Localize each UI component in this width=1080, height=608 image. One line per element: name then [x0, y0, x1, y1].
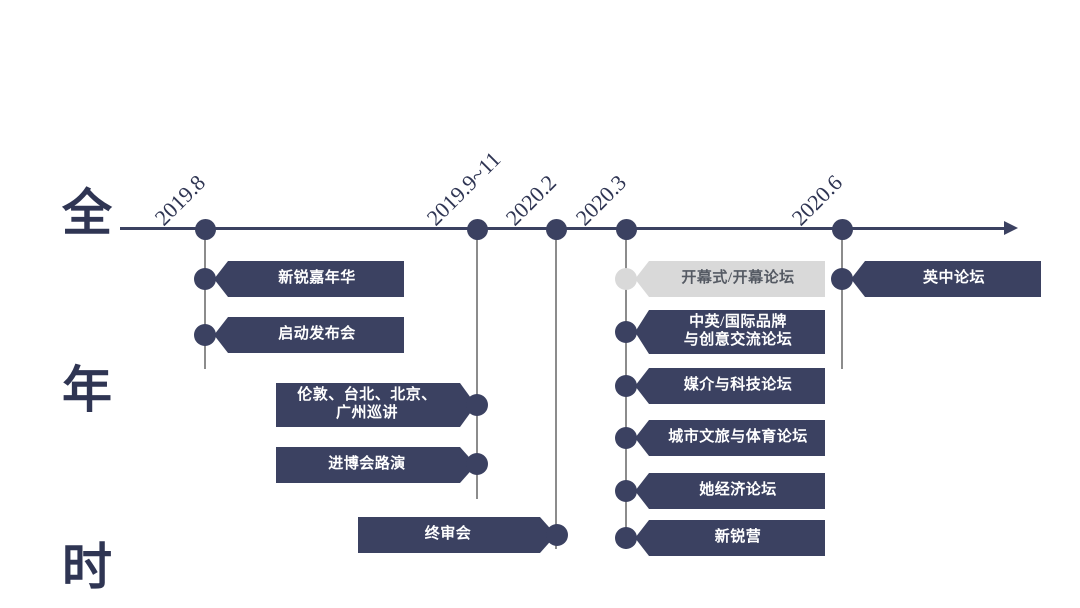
- event-label: 她经济论坛: [699, 482, 777, 499]
- event-label: 英中论坛: [922, 270, 985, 287]
- milestone-dot-2019-8[interactable]: [195, 219, 216, 240]
- event-banner-final-review[interactable]: 终审会: [358, 517, 556, 553]
- event-dot-city-culture-sports-forum[interactable]: [615, 427, 637, 449]
- event-banner-she-economy-forum[interactable]: 她经济论坛: [635, 473, 825, 509]
- event-banner-brand-creative-forum[interactable]: 中英/国际品牌 与创意交流论坛: [635, 310, 825, 354]
- milestone-dot-2020-6[interactable]: [832, 219, 853, 240]
- event-label: 城市文旅与体育论坛: [668, 429, 808, 446]
- event-dot-brand-creative-forum[interactable]: [615, 321, 637, 343]
- event-banner-uk-china-forum[interactable]: 英中论坛: [851, 261, 1041, 297]
- event-label: 启动发布会: [278, 326, 356, 343]
- page-title-char-3: 时: [62, 539, 112, 595]
- page-title-char-2: 年: [62, 362, 112, 418]
- connector-line-2019-8: [204, 229, 206, 369]
- event-banner-city-culture-sports-forum[interactable]: 城市文旅与体育论坛: [635, 420, 825, 456]
- event-dot-xinrui-carnival[interactable]: [194, 268, 216, 290]
- event-label: 开幕式/开幕论坛: [681, 270, 795, 287]
- connector-line-2020-2: [555, 229, 557, 549]
- event-label: 终审会: [424, 526, 472, 543]
- event-banner-city-tour[interactable]: 伦敦、台北、北京、 广州巡讲: [276, 383, 476, 427]
- milestone-dot-2020-2[interactable]: [546, 219, 567, 240]
- connector-line-2020-6: [841, 229, 843, 369]
- milestone-dot-2019-9-11[interactable]: [467, 219, 488, 240]
- event-dot-media-tech-forum[interactable]: [615, 375, 637, 397]
- event-dot-city-tour[interactable]: [466, 394, 488, 416]
- milestone-dot-2020-3[interactable]: [616, 219, 637, 240]
- event-banner-media-tech-forum[interactable]: 媒介与科技论坛: [635, 368, 825, 404]
- event-dot-ciie-roadshow[interactable]: [466, 453, 488, 475]
- connector-line-2019-9-11: [476, 229, 478, 499]
- event-label: 媒介与科技论坛: [683, 377, 793, 394]
- page-title-char-1: 全: [62, 185, 112, 241]
- event-banner-opening-ceremony[interactable]: 开幕式/开幕论坛: [635, 261, 825, 297]
- event-dot-uk-china-forum[interactable]: [831, 268, 853, 290]
- event-label: 新锐嘉年华: [278, 270, 356, 287]
- event-dot-final-review[interactable]: [546, 524, 568, 546]
- event-dot-she-economy-forum[interactable]: [615, 480, 637, 502]
- page-title: 全 年 时 间 表: [44, 66, 130, 608]
- event-label: 中英/国际品牌 与创意交流论坛: [683, 314, 793, 348]
- event-dot-xinrui-camp[interactable]: [615, 527, 637, 549]
- event-banner-launch-press-conference[interactable]: 启动发布会: [214, 317, 404, 353]
- event-label: 伦敦、台北、北京、 广州巡讲: [297, 387, 437, 421]
- arrow-right-icon: [1004, 221, 1018, 235]
- milestone-date-2019-9-11: 2019.9~11: [421, 146, 506, 231]
- event-banner-xinrui-carnival[interactable]: 新锐嘉年华: [214, 261, 404, 297]
- event-label: 新锐营: [714, 529, 762, 546]
- event-dot-launch-press-conference[interactable]: [194, 324, 216, 346]
- event-banner-ciie-roadshow[interactable]: 进博会路演: [276, 447, 476, 483]
- event-label: 进博会路演: [328, 456, 406, 473]
- event-dot-opening-ceremony[interactable]: [615, 268, 637, 290]
- event-banner-xinrui-camp[interactable]: 新锐营: [635, 520, 825, 556]
